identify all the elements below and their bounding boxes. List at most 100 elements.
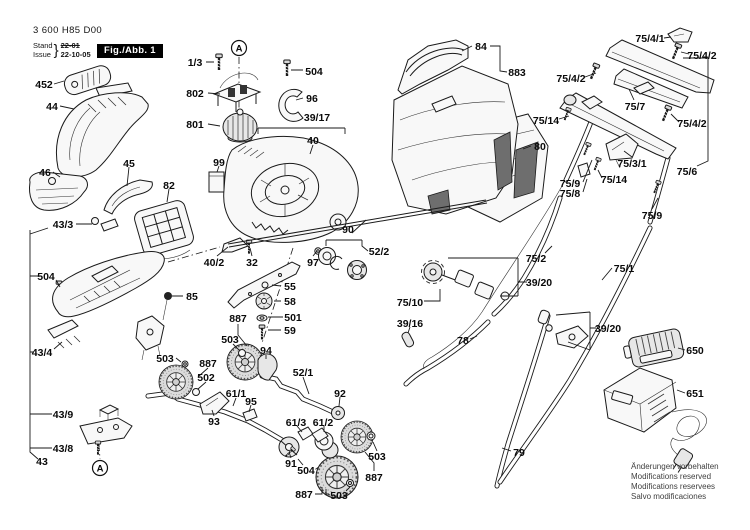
assembly-markers: AA <box>91 39 248 477</box>
note-fr: Modifications reservees <box>631 482 716 491</box>
part-callout-650: 650 <box>686 345 704 357</box>
part-callout-96: 96 <box>306 93 318 105</box>
assembly-marker-A: A <box>91 459 109 477</box>
part-callout-502: 502 <box>197 372 215 384</box>
part-callout-887: 887 <box>229 313 247 325</box>
part-callout-39-20: 39/20 <box>526 277 552 289</box>
part-callout-75-2: 75/2 <box>526 253 547 265</box>
part-callout-79: 79 <box>513 447 525 459</box>
part-callout-45: 45 <box>123 158 135 170</box>
part-callout-503: 503 <box>368 451 386 463</box>
part-callout-43-8: 43/8 <box>53 443 74 455</box>
part-callout-801: 801 <box>186 119 204 131</box>
svg-text:A: A <box>236 43 243 54</box>
part-callout-61-2: 61/2 <box>313 417 334 429</box>
part-callout-75-4-2: 75/4/2 <box>677 118 706 130</box>
part-callout-75-4-2: 75/4/2 <box>556 73 585 85</box>
part-callout-75-4-2: 75/4/2 <box>687 50 716 62</box>
part-callout-887: 887 <box>365 472 383 484</box>
figure-label: Fig./Abb. 1 <box>97 44 163 58</box>
stand-label: Stand <box>33 41 53 50</box>
svg-text:A: A <box>97 463 104 474</box>
part-callout-75-8: 75/8 <box>560 188 581 200</box>
part-callout-92: 92 <box>334 388 346 400</box>
revision-block: Stand Issue } 22-01 22-10-05 <box>33 41 91 59</box>
revision-brace: } <box>53 41 59 59</box>
part-callout-94: 94 <box>260 345 272 357</box>
note-es: Salvo modificaciones <box>631 492 707 501</box>
part-callout-75-6: 75/6 <box>677 166 698 178</box>
part-callout-75-14: 75/14 <box>533 115 559 127</box>
part-callout-39-17: 39/17 <box>304 112 330 124</box>
handle-tubes-drawing <box>403 111 671 489</box>
blade-stack-drawing <box>227 247 367 341</box>
part-callout-75-3-1: 75/3/1 <box>617 158 646 170</box>
part-callout-55: 55 <box>284 281 296 293</box>
part-callout-32: 32 <box>246 257 258 269</box>
part-callout-46: 46 <box>39 167 51 179</box>
part-callout-504: 504 <box>37 271 55 283</box>
part-callout-82: 82 <box>163 180 175 192</box>
part-callout-503: 503 <box>221 334 239 346</box>
part-callout-75-9: 75/9 <box>642 210 663 222</box>
leader-lines <box>29 36 709 495</box>
part-callout-503: 503 <box>330 490 348 502</box>
part-callout-39-20: 39/20 <box>595 323 621 335</box>
part-callout-501: 501 <box>284 312 302 324</box>
left-parts-drawing <box>29 65 194 456</box>
part-callout-85: 85 <box>186 291 198 303</box>
part-callout-43-9: 43/9 <box>53 409 74 421</box>
part-callout-43-3: 43/3 <box>53 219 74 231</box>
part-callout-504: 504 <box>305 66 323 78</box>
part-callout-43-4: 43/4 <box>32 347 53 359</box>
part-callout-887: 887 <box>295 489 313 501</box>
part-callout-452: 452 <box>35 79 53 91</box>
part-callout-887: 887 <box>199 358 217 370</box>
mower-deck-drawing <box>98 52 488 472</box>
issue-value: 22-10-05 <box>60 50 91 59</box>
grass-box-drawing <box>391 39 549 223</box>
battery-charger-drawing <box>603 328 707 473</box>
part-callout-99: 99 <box>213 157 225 169</box>
part-callout-802: 802 <box>186 88 204 100</box>
part-callout-43: 43 <box>36 456 48 468</box>
part-callout-93: 93 <box>208 416 220 428</box>
part-callout-504: 504 <box>297 465 315 477</box>
part-callout-883: 883 <box>508 67 526 79</box>
part-callout-58: 58 <box>284 296 296 308</box>
modification-notes: Änderungen vorbehalten Modifications res… <box>631 462 719 502</box>
part-callout-95: 95 <box>245 396 257 408</box>
part-callout-75-1: 75/1 <box>614 263 635 275</box>
part-callout-39-16: 39/16 <box>397 318 423 330</box>
part-callouts: 4524446458243/35048543/443/943/8431/3802… <box>32 33 717 502</box>
upper-handle-drawing <box>559 27 715 195</box>
part-callout-78: 78 <box>457 335 469 347</box>
part-callout-75-10: 75/10 <box>397 297 423 309</box>
clamp-hardware-drawing <box>401 260 589 349</box>
part-callout-75-7: 75/7 <box>625 101 646 113</box>
issue-label: Issue <box>33 50 51 59</box>
part-callout-75-9: 75/9 <box>560 178 581 190</box>
part-callout-97: 97 <box>307 257 319 269</box>
part-callout-91: 91 <box>285 458 297 470</box>
part-callout-84: 84 <box>475 41 487 53</box>
document-number: 3 600 H85 D00 <box>33 25 103 36</box>
wheels-drawing <box>145 343 376 499</box>
part-callout-75-4-1: 75/4/1 <box>635 33 664 45</box>
part-callout-651: 651 <box>686 388 704 400</box>
part-callout-1-3: 1/3 <box>188 57 203 69</box>
part-callout-61-1: 61/1 <box>226 388 247 400</box>
assembly-marker-A: A <box>230 39 248 57</box>
part-callout-44: 44 <box>46 101 58 113</box>
part-callout-503: 503 <box>156 353 174 365</box>
stand-value: 22-01 <box>60 41 80 50</box>
part-callout-80: 80 <box>534 141 546 153</box>
part-callout-40: 40 <box>307 135 319 147</box>
part-callout-52-2: 52/2 <box>369 246 390 258</box>
note-en: Modifications reserved <box>631 472 712 481</box>
part-callout-59: 59 <box>284 325 296 337</box>
part-callout-40-2: 40/2 <box>204 257 225 269</box>
note-de: Änderungen vorbehalten <box>631 462 719 471</box>
